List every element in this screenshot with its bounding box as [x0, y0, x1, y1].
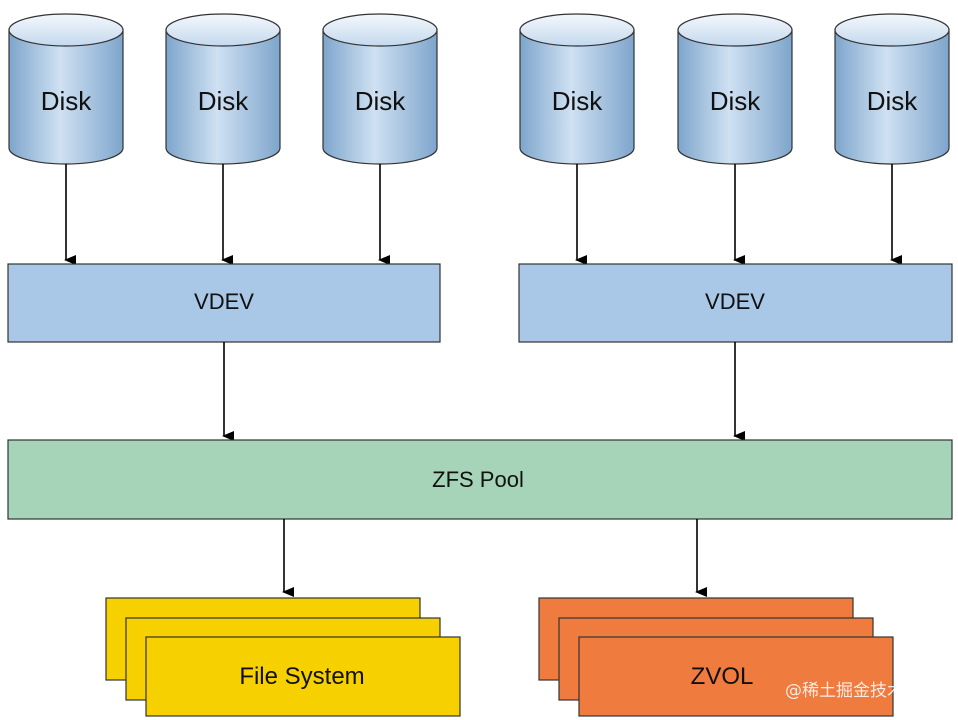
disk-label: Disk — [867, 86, 919, 116]
disk-3: Disk — [322, 13, 438, 165]
watermark: @稀土掘金技术社区 — [785, 681, 938, 701]
disk-4: Disk — [519, 13, 635, 165]
disk-top — [677, 13, 793, 47]
filesystem-label: File System — [239, 663, 364, 690]
disk-body — [834, 29, 950, 165]
zfs-pool-label: ZFS Pool — [432, 467, 524, 492]
disk-label: Disk — [710, 86, 762, 116]
disks-group: Disk Disk Disk Disk Disk Disk — [8, 13, 950, 165]
disk-body — [677, 29, 793, 165]
disk-body — [519, 29, 635, 165]
disk-top — [834, 13, 950, 47]
vdev-right: VDEV — [518, 263, 953, 343]
disk-top — [519, 13, 635, 47]
filesystem-stack: File System — [105, 597, 461, 717]
disk-label: Disk — [41, 86, 93, 116]
filesystem-layer-front — [145, 636, 461, 717]
disk-label: Disk — [355, 86, 407, 116]
vdev-left-label: VDEV — [194, 289, 254, 314]
disk-label: Disk — [198, 86, 250, 116]
disk-top — [322, 13, 438, 47]
zfs-pool: ZFS Pool — [7, 439, 953, 520]
disk-5: Disk — [677, 13, 793, 165]
zvol-layer-front — [578, 636, 894, 717]
zvol-stack: ZVOL — [538, 597, 894, 717]
disk-2: Disk — [165, 13, 281, 165]
disk-body — [8, 29, 124, 165]
zvol-label: ZVOL — [691, 663, 754, 690]
disk-top — [8, 13, 124, 47]
disk-1: Disk — [8, 13, 124, 165]
disk-top — [165, 13, 281, 47]
disk-body — [322, 29, 438, 165]
vdev-right-label: VDEV — [705, 289, 765, 314]
vdev-left: VDEV — [7, 263, 441, 343]
disk-6: Disk — [834, 13, 950, 165]
disk-to-vdev-arrows — [64, 164, 902, 265]
disk-body — [165, 29, 281, 165]
disk-label: Disk — [552, 86, 604, 116]
